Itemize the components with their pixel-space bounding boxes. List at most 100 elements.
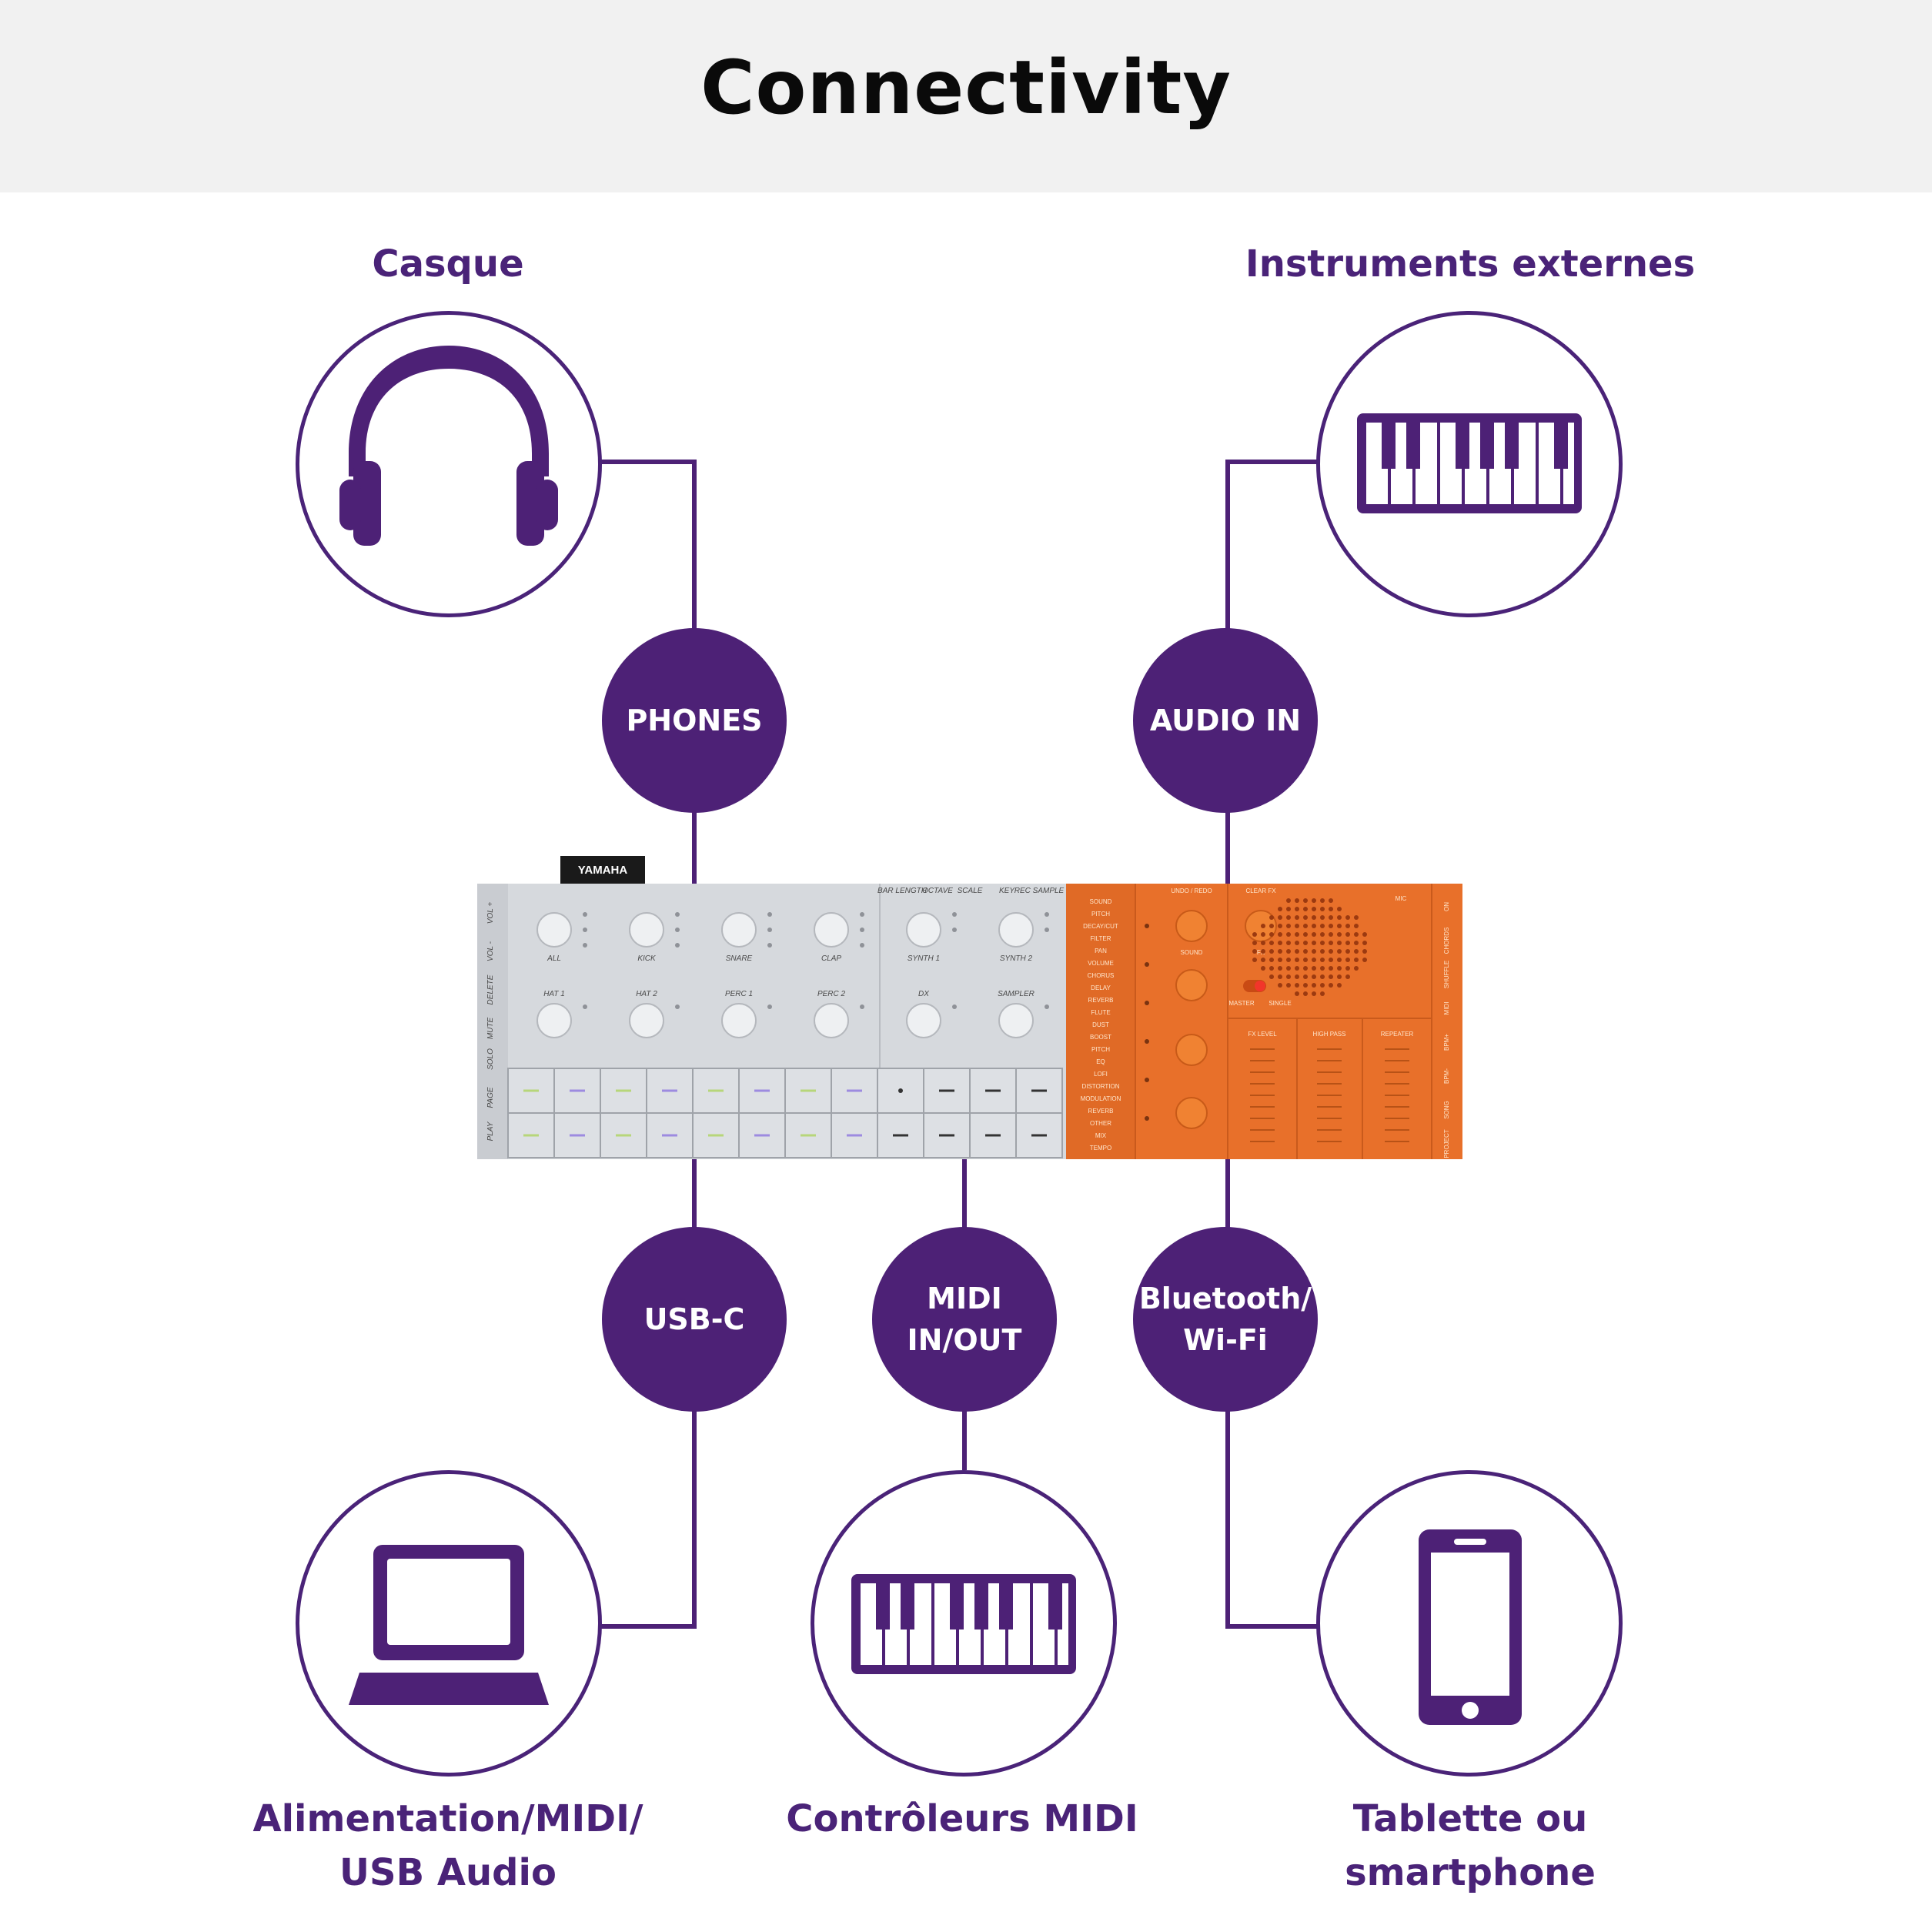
orange-right-label: PROJECT [1443, 1129, 1450, 1158]
smartphone-icon [1419, 1529, 1522, 1725]
speaker-hole [1362, 932, 1367, 937]
tablet-label-line2: smartphone [1345, 1851, 1596, 1894]
midi-controllers-label: Contrôleurs MIDI [786, 1797, 1138, 1840]
speaker-hole [1261, 932, 1265, 937]
speaker-hole [1337, 932, 1342, 937]
page-title: Connectivity [700, 45, 1232, 131]
speaker-hole [1303, 907, 1308, 911]
usb-device-label: Alimentation/MIDI/ USB Audio [217, 1792, 679, 1900]
speaker-hole [1286, 949, 1291, 954]
brand-logo: YAMAHA [560, 856, 645, 884]
speaker-hole [1312, 915, 1316, 920]
orange-param-item: VOLUME [1088, 960, 1114, 967]
header-bar [0, 0, 1932, 192]
speaker-hole [1329, 958, 1333, 962]
orange-param-item: BOOST [1090, 1034, 1111, 1041]
usb-device-label-line2: USB Audio [339, 1851, 557, 1894]
phones-port-node: PHONES [602, 628, 787, 813]
speaker-hole [1320, 941, 1325, 945]
speaker-hole [1278, 949, 1282, 954]
orange-param-item: FILTER [1091, 935, 1111, 942]
tablet-label: Tablette ou smartphone [1239, 1792, 1701, 1900]
speaker-hole [1337, 958, 1342, 962]
speaker-hole [1337, 907, 1342, 911]
orange-param-item: MIX [1095, 1132, 1107, 1139]
speaker-hole [1269, 974, 1274, 979]
orange-right-label: ON [1443, 902, 1450, 911]
midi-keyboard-icon [851, 1574, 1076, 1674]
side-label: VOL - [486, 941, 495, 961]
speaker-hole [1303, 941, 1308, 945]
speaker-hole [1295, 958, 1299, 962]
speaker-hole [1337, 966, 1342, 971]
orange-right-label: SHUFFLE [1443, 961, 1450, 988]
speaker-hole [1295, 932, 1299, 937]
side-label: SOLO [486, 1048, 495, 1070]
speaker-hole [1362, 949, 1367, 954]
speaker-hole [1303, 966, 1308, 971]
speaker-hole [1303, 991, 1308, 996]
knob-label-sampler: SAMPLER [998, 990, 1035, 998]
speaker-hole [1286, 966, 1291, 971]
bluetooth-port-node: Bluetooth/ Wi-Fi [1133, 1227, 1318, 1412]
speaker-hole [1303, 924, 1308, 928]
speaker-hole [1320, 958, 1325, 962]
speaker-hole [1312, 907, 1316, 911]
speaker-hole [1278, 907, 1282, 911]
orange-param-item: PITCH [1091, 911, 1110, 918]
orange-param-item: DISTORTION [1081, 1083, 1119, 1090]
usb-c-port-node: USB-C [602, 1227, 787, 1412]
orange-param-item: SOUND [1090, 898, 1112, 905]
orange-param-item: OTHER [1090, 1120, 1111, 1127]
speaker-hole [1312, 949, 1316, 954]
speaker-hole [1329, 932, 1333, 937]
speaker-hole [1295, 966, 1299, 971]
orange-knob-label: SOUND [1181, 949, 1203, 956]
speaker-hole [1354, 924, 1359, 928]
speaker-hole [1269, 932, 1274, 937]
keyboard-icon [1357, 413, 1582, 513]
speaker-hole [1303, 983, 1308, 988]
speaker-hole [1269, 915, 1274, 920]
knob-label-synth2: SYNTH 2 [1000, 954, 1033, 963]
speaker-hole [1286, 932, 1291, 937]
speaker-hole [1320, 898, 1325, 903]
speaker-hole [1295, 924, 1299, 928]
side-label: MUTE [486, 1018, 495, 1040]
synth-top-label: KEY [999, 887, 1015, 895]
speaker-hole [1337, 974, 1342, 979]
speaker-hole [1345, 949, 1350, 954]
speaker-hole [1303, 915, 1308, 920]
orange-fader-label: HIGH PASS [1313, 1031, 1346, 1038]
orange-fader-label: FX LEVEL [1248, 1031, 1277, 1038]
orange-param-item: EQ [1096, 1058, 1105, 1065]
speaker-hole [1329, 941, 1333, 945]
speaker-hole [1345, 941, 1350, 945]
synth-top-label: OCTAVE [922, 887, 953, 895]
speaker-hole [1345, 915, 1350, 920]
knob-label-snare: SNARE [726, 954, 753, 963]
headphones-circle [296, 311, 602, 617]
speaker-hole [1345, 958, 1350, 962]
synth-top-label: REC SAMPLE [1014, 887, 1065, 895]
side-label: PAGE [486, 1087, 495, 1108]
speaker-hole [1354, 949, 1359, 954]
orange-right-label: CHORDS [1443, 928, 1450, 954]
speaker-hole [1312, 958, 1316, 962]
speaker-hole [1329, 915, 1333, 920]
midi-controller-circle [811, 1470, 1117, 1777]
knob-label-hat1: HAT 1 [543, 990, 565, 998]
knob-label-kick: KICK [637, 954, 657, 963]
orange-right-label: MIDI [1443, 1002, 1450, 1015]
speaker-hole [1329, 983, 1333, 988]
speaker-hole [1278, 983, 1282, 988]
speaker-hole [1320, 915, 1325, 920]
knob-label-perc2: PERC 2 [817, 990, 846, 998]
orange-param-item: MODULATION [1081, 1095, 1121, 1102]
speaker-hole [1278, 974, 1282, 979]
speaker-hole [1286, 958, 1291, 962]
speaker-hole [1354, 966, 1359, 971]
speaker-hole [1320, 907, 1325, 911]
speaker-hole [1295, 915, 1299, 920]
